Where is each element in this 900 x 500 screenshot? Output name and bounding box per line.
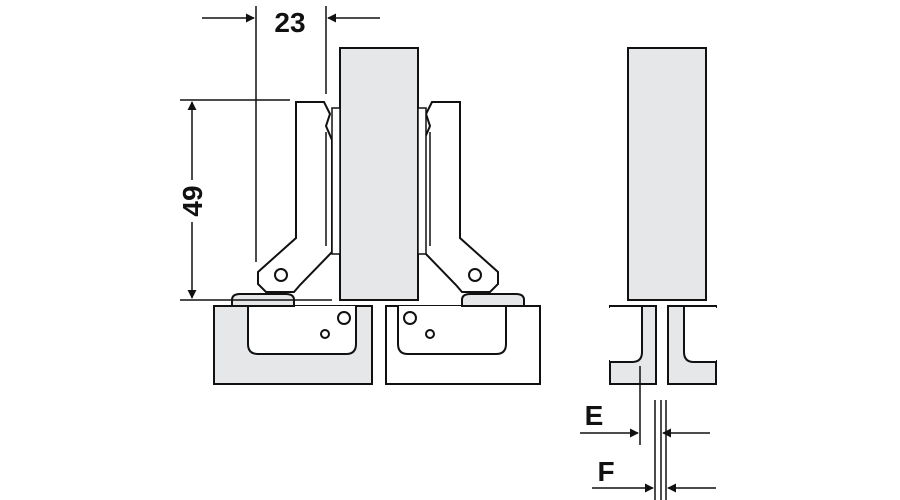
right-hinge-pivot bbox=[468, 268, 482, 282]
dimension-f: F bbox=[592, 456, 716, 493]
left-cup-hole-small bbox=[320, 329, 330, 339]
left-hinge-mount-plate bbox=[331, 107, 341, 255]
left-hinge-cup bbox=[247, 306, 357, 355]
dimension-e: E bbox=[580, 400, 710, 438]
left-hinge-arm bbox=[257, 101, 333, 293]
detail-right-cup bbox=[683, 305, 716, 363]
right-hinge-cup bbox=[397, 306, 507, 355]
dim-f-label: F bbox=[597, 456, 614, 487]
left-hinge-pivot bbox=[274, 268, 288, 282]
right-hinge-arm bbox=[423, 101, 499, 293]
left-door-panel bbox=[339, 47, 419, 301]
dim-49-label: 49 bbox=[177, 185, 208, 216]
right-detail-assembly bbox=[608, 47, 718, 500]
left-hinge-assembly bbox=[180, 47, 541, 385]
dimension-49: 49 bbox=[177, 99, 290, 299]
dim-23-label: 23 bbox=[274, 7, 305, 38]
right-hinge-mount-plate bbox=[417, 107, 427, 255]
right-cup-hole-small bbox=[425, 329, 435, 339]
detail-left-cup bbox=[610, 305, 643, 363]
right-door-panel bbox=[627, 47, 707, 301]
left-cup-hole-large bbox=[337, 311, 351, 325]
dimension-23: 23 bbox=[202, 6, 380, 262]
dim-49-label-bg bbox=[180, 180, 204, 222]
dim-e-label: E bbox=[585, 400, 604, 431]
right-cup-hole-large bbox=[403, 311, 417, 325]
right-base-plate bbox=[461, 293, 525, 307]
